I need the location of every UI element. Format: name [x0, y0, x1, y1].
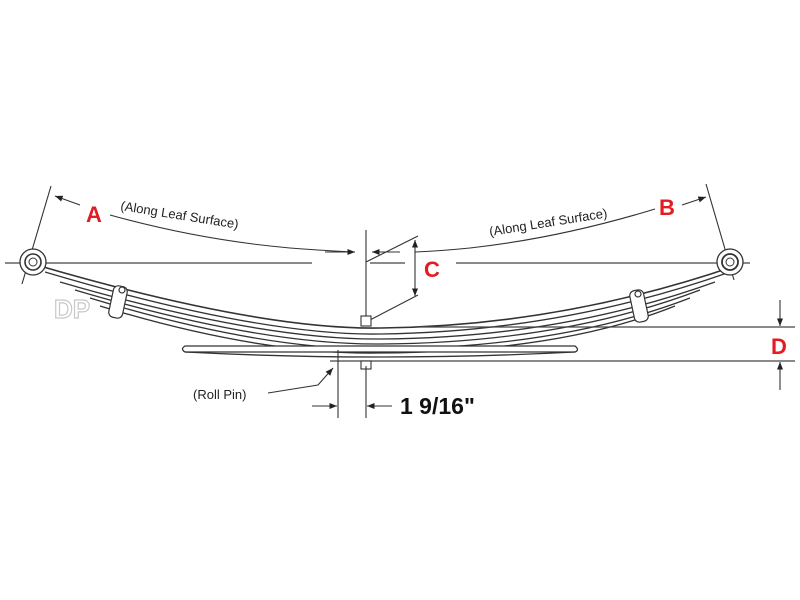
roll-pin-offset-value: 1 9/16"	[400, 393, 475, 419]
leaf-spring-pack	[39, 265, 795, 362]
watermark-logo: DP	[54, 294, 90, 324]
left-rebound-clip	[108, 285, 128, 319]
left-spring-eye	[19, 248, 47, 276]
label-d: D	[771, 334, 787, 359]
along-leaf-note-right: (Along Leaf Surface)	[488, 205, 608, 238]
along-leaf-note-left: (Along Leaf Surface)	[120, 198, 240, 231]
right-rebound-clip	[629, 289, 649, 323]
dimension-a	[21, 185, 356, 285]
label-a: A	[86, 202, 102, 227]
dimension-roll-pin-offset	[267, 350, 392, 418]
roll-pin-note: (Roll Pin)	[193, 387, 246, 402]
right-spring-eye	[716, 248, 744, 276]
label-c: C	[424, 257, 440, 282]
dimension-c	[365, 230, 419, 321]
center-bolt	[360, 315, 372, 370]
label-b: B	[659, 195, 675, 220]
